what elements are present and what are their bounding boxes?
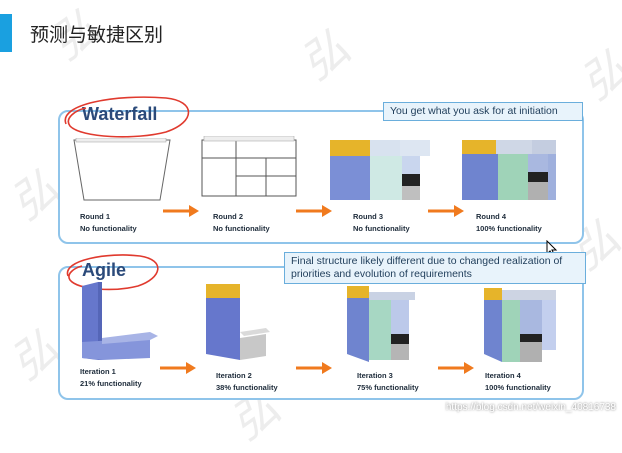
arrow-right-icon [163, 205, 199, 217]
agile-step-1: Iteration 1 21% functionality [80, 366, 142, 390]
waterfall-banner: You get what you ask for at initiation [383, 102, 583, 121]
watermark: 弘 [290, 20, 360, 91]
step-functionality: No functionality [353, 224, 410, 233]
step-functionality: No functionality [80, 224, 137, 233]
step-round: Round 4 [476, 212, 506, 221]
agile-banner-line-2: priorities and evolution of requirements [291, 268, 472, 280]
waterfall-round2-shape [201, 136, 297, 197]
waterfall-round3-shape [330, 140, 430, 200]
step-functionality: No functionality [213, 224, 270, 233]
slide-title: 预测与敏捷区别 [30, 24, 164, 46]
agile-step-2: Iteration 2 38% functionality [216, 370, 278, 394]
agile-iteration4-shape [484, 288, 556, 362]
step-functionality: 100% functionality [476, 224, 542, 233]
arrow-right-icon [428, 205, 464, 217]
arrow-right-icon [296, 205, 332, 217]
agile-label: Agile [82, 260, 127, 280]
agile-iteration1-shape [82, 282, 158, 360]
agile-circle-icon [66, 254, 159, 291]
waterfall-round4-shape [462, 140, 556, 200]
agile-step-3: Iteration 3 75% functionality [357, 370, 419, 394]
step-functionality: 75% functionality [357, 383, 419, 392]
step-round: Iteration 3 [357, 371, 393, 380]
step-functionality: 38% functionality [216, 383, 278, 392]
title-accent-bar [0, 14, 12, 52]
waterfall-step-3: Round 3 No functionality [353, 211, 410, 235]
arrow-right-icon [438, 362, 474, 374]
waterfall-round1-shape [73, 138, 171, 201]
arrow-right-icon [160, 362, 196, 374]
step-round: Round 2 [213, 212, 243, 221]
step-round: Round 3 [353, 212, 383, 221]
agile-banner-line-1: Final structure likely different due to … [291, 255, 563, 267]
waterfall-circle-icon [64, 96, 190, 138]
waterfall-label: Waterfall [82, 104, 158, 124]
step-functionality: 100% functionality [485, 383, 551, 392]
waterfall-step-4: Round 4 100% functionality [476, 211, 542, 235]
step-round: Iteration 2 [216, 371, 252, 380]
step-round: Iteration 4 [485, 371, 521, 380]
agile-iteration3-shape [347, 286, 415, 362]
arrow-right-icon [296, 362, 332, 374]
agile-step-4: Iteration 4 100% functionality [485, 370, 551, 394]
step-functionality: 21% functionality [80, 379, 142, 388]
agile-iteration2-shape [206, 284, 270, 360]
agile-banner: Final structure likely different due to … [284, 252, 586, 284]
step-round: Round 1 [80, 212, 110, 221]
waterfall-step-1: Round 1 No functionality [80, 211, 137, 235]
source-url: https://blog.csdn.net/weixin_40816738 [445, 402, 616, 413]
waterfall-step-2: Round 2 No functionality [213, 211, 270, 235]
step-round: Iteration 1 [80, 367, 116, 376]
